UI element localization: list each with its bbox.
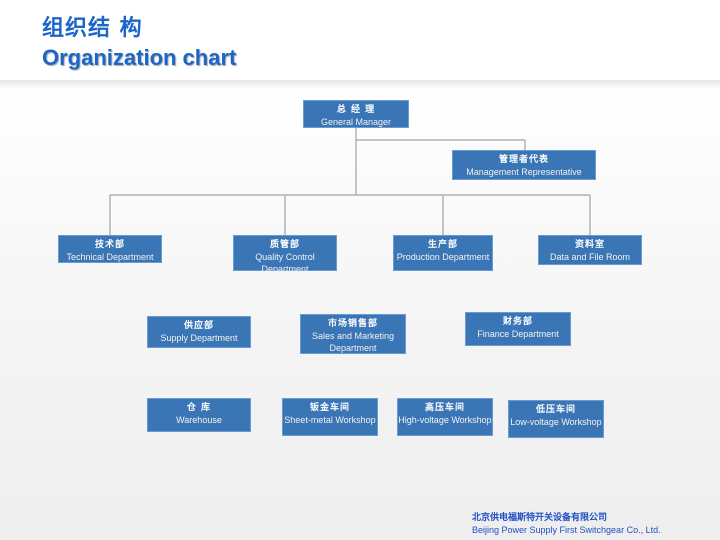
node-management-representative-cn: 管理者代表 — [498, 155, 549, 165]
company-name-cn: 北京供电福斯特开关设备有限公司 — [472, 513, 608, 523]
node-general-manager-cn: 总 经 理 — [336, 105, 376, 115]
company-name-en: Beijing Power Supply First Switchgear Co… — [472, 525, 661, 535]
node-high-voltage-workshop-en: High-voltage Workshop — [398, 415, 492, 425]
company-footer: 北京供电福斯特开关设备有限公司 Beijing Power Supply Fir… — [472, 512, 661, 536]
node-sales-marketing-department-cn: 市场销售部 — [327, 319, 378, 329]
node-supply-department-en: Supply Department — [160, 333, 238, 343]
node-low-voltage-workshop-cn: 低压车间 — [535, 405, 576, 415]
node-warehouse[interactable]: 仓 库 Warehouse — [147, 398, 251, 432]
node-warehouse-cn: 仓 库 — [186, 403, 212, 413]
canvas-top-shade — [0, 80, 720, 90]
node-finance-department-en: Finance Department — [477, 329, 559, 339]
node-sales-marketing-department-en: Sales and Marketing Department — [311, 331, 395, 353]
node-sheet-metal-workshop-en: Sheet-metal Workshop — [284, 415, 376, 425]
node-low-voltage-workshop[interactable]: 低压车间 Low-voltage Workshop — [508, 400, 604, 438]
node-general-manager-en: General Manager — [320, 117, 392, 127]
header: 组织结 构 Organization chart — [0, 0, 720, 80]
node-production-department[interactable]: 生产部 Production Department — [393, 235, 493, 271]
node-general-manager[interactable]: 总 经 理 General Manager — [303, 100, 409, 128]
node-management-representative[interactable]: 管理者代表 Management Representative — [452, 150, 596, 180]
node-sales-marketing-department[interactable]: 市场销售部 Sales and Marketing Department — [300, 314, 406, 354]
page-title-cn: 组织结 构 — [42, 16, 143, 41]
node-technical-department[interactable]: 技术部 Technical Department — [58, 235, 162, 263]
node-sheet-metal-workshop[interactable]: 钣金车间 Sheet-metal Workshop — [282, 398, 378, 436]
node-production-department-en: Production Department — [396, 252, 490, 262]
node-production-department-cn: 生产部 — [427, 240, 458, 250]
node-technical-department-cn: 技术部 — [94, 240, 125, 250]
node-high-voltage-workshop[interactable]: 高压车间 High-voltage Workshop — [397, 398, 493, 436]
node-finance-department-cn: 财务部 — [502, 317, 533, 327]
node-data-file-room[interactable]: 资料室 Data and File Room — [538, 235, 642, 265]
node-data-file-room-en: Data and File Room — [549, 252, 631, 262]
node-finance-department[interactable]: 财务部 Finance Department — [465, 312, 571, 346]
node-warehouse-en: Warehouse — [176, 415, 222, 425]
org-chart-canvas — [0, 80, 720, 540]
node-technical-department-en: Technical Department — [66, 252, 154, 262]
node-data-file-room-cn: 资料室 — [574, 240, 605, 250]
node-management-representative-en: Management Representative — [466, 167, 582, 177]
node-high-voltage-workshop-cn: 高压车间 — [424, 403, 465, 413]
node-low-voltage-workshop-en: Low-voltage Workshop — [510, 417, 602, 427]
node-sheet-metal-workshop-cn: 钣金车间 — [309, 403, 350, 413]
node-supply-department[interactable]: 供应部 Supply Department — [147, 316, 251, 348]
page-title-en: Organization chart — [42, 45, 237, 70]
node-quality-control-department[interactable]: 质管部 Quality Control Department — [233, 235, 337, 274]
node-quality-control-department-cn: 质管部 — [269, 240, 300, 250]
node-quality-control-department-en: Quality Control Department — [255, 252, 315, 274]
node-supply-department-cn: 供应部 — [183, 321, 214, 331]
